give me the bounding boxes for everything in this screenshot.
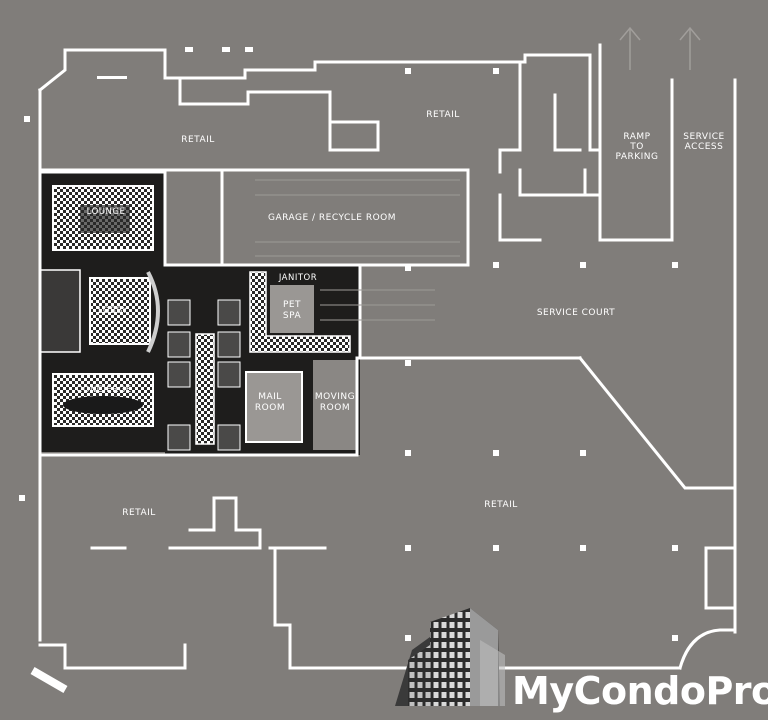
room-labels: RETAIL RETAIL RAMP TO PARKING SERVICE AC… bbox=[76, 110, 724, 518]
service-access-label-1: SERVICE bbox=[683, 132, 724, 142]
retail-s-label: RETAIL bbox=[484, 500, 518, 510]
columns bbox=[19, 47, 678, 641]
walls bbox=[37, 43, 737, 670]
lounge-label: LOUNGE bbox=[87, 207, 126, 217]
retail-nw-label: RETAIL bbox=[181, 135, 215, 145]
ramp-label-1: RAMP bbox=[623, 132, 650, 142]
service-court-label: SERVICE COURT bbox=[537, 308, 615, 318]
garage-label: GARAGE / RECYCLE ROOM bbox=[268, 213, 396, 223]
entry-marker bbox=[30, 667, 68, 693]
ramp-arrows bbox=[619, 26, 701, 70]
retail-n-label: RETAIL bbox=[426, 110, 460, 120]
pet-spa-label-2: SPA bbox=[283, 311, 302, 321]
service-access-label-2: ACCESS bbox=[685, 142, 724, 152]
parking-stalls bbox=[255, 179, 460, 321]
mail-room-label-1: MAIL bbox=[258, 392, 282, 402]
logo-text: MyCondoPro bbox=[512, 669, 768, 713]
lobby-label: LOBBY bbox=[98, 306, 128, 316]
moving-room-label-1: MOVING bbox=[315, 392, 355, 402]
moving-room-label-2: ROOM bbox=[320, 403, 350, 413]
retail-sw-label: RETAIL bbox=[122, 508, 156, 518]
mail-room-label-2: ROOM bbox=[255, 403, 285, 413]
ramp-label-3: PARKING bbox=[615, 152, 658, 162]
amenity-block bbox=[39, 172, 360, 455]
building-icon bbox=[395, 608, 505, 706]
janitor-label: JANITOR bbox=[278, 273, 317, 283]
pet-spa-label-1: PET bbox=[283, 300, 301, 310]
concierge-label: CONCIERGE bbox=[76, 385, 131, 395]
ramp-label-2: TO bbox=[629, 142, 644, 152]
